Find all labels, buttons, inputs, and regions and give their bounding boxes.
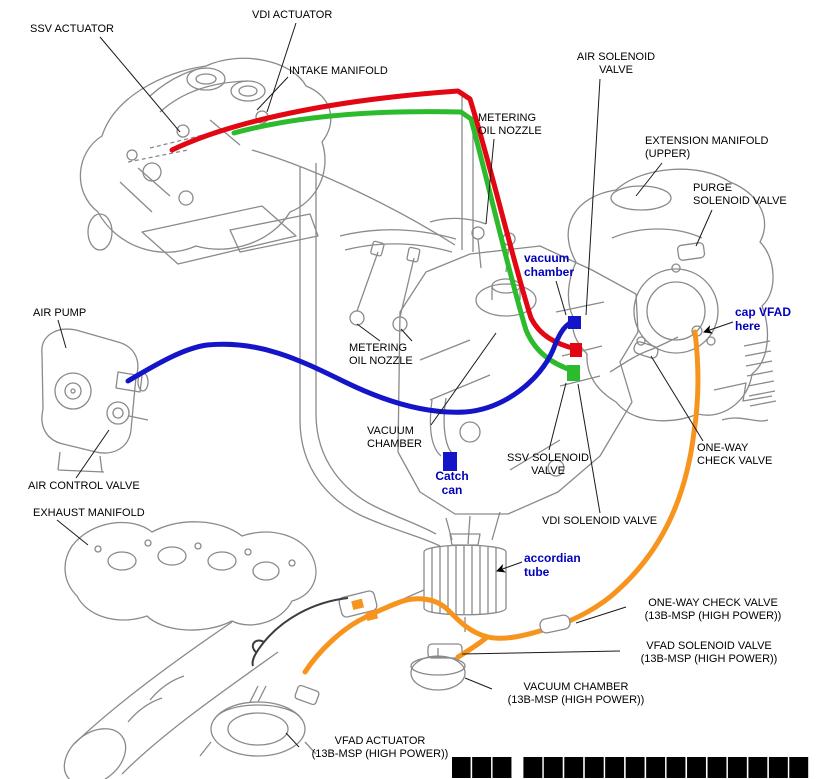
ssv-solenoid-port-red	[570, 343, 582, 357]
note-catch-can: Catch can	[435, 469, 469, 497]
label-air-control-valve: AIR CONTROL VALVE	[28, 480, 140, 492]
leader-ssv-actuator	[99, 36, 181, 133]
part-metering-oil-nozzles-top	[339, 217, 516, 273]
label-ssv-actuator: SSV ACTUATOR	[30, 23, 114, 35]
label-vacuum-chamber: VACUUM CHAMBER	[367, 425, 423, 450]
part-accordion-tube	[361, 533, 507, 632]
label-ssv-solenoid-valve: SSV SOLENOID VALVE	[507, 452, 589, 477]
one-way-check-valve-part	[633, 341, 659, 359]
leader-one-way-check	[650, 355, 704, 442]
leader-accordian-tube	[496, 561, 523, 573]
leader-vacuum-chamber-hp	[464, 677, 493, 690]
label-metering-oil-nozzle-mid: METERING OIL NOZZLE	[349, 342, 413, 367]
leader-metering-mid-a	[356, 323, 381, 342]
leader-one-way-hp	[575, 606, 627, 624]
air-control-valve-part	[106, 401, 130, 425]
label-purge-solenoid-valve: PURGE SOLENOID VALVE	[693, 182, 787, 207]
purge-solenoid-part	[677, 242, 706, 261]
label-one-way-check-valve-hp: ONE-WAY CHECK VALVE (13B-MSP (HIGH POWER…	[644, 597, 782, 622]
hose-red	[169, 88, 579, 352]
leader-vfad-solenoid-hp	[461, 650, 621, 655]
vacuum-chamber-part	[475, 283, 537, 317]
part-vfad-actuator	[199, 684, 320, 757]
hose-orange-branch	[455, 635, 489, 660]
leader-air-solenoid	[585, 78, 601, 316]
label-extension-manifold-upper: EXTENSION MANIFOLD (UPPER)	[645, 135, 769, 160]
vfad-solenoid-connector-2	[365, 609, 379, 622]
air-solenoid-port-blue	[568, 316, 581, 329]
vdi-solenoid-port-green	[567, 365, 580, 381]
label-one-way-check-valve: ONE-WAY CHECK VALVE	[697, 442, 773, 467]
one-way-check-valve-hp-part	[539, 614, 571, 634]
cutoff-watermark: ███ ██████████████	[452, 757, 811, 778]
label-vdi-actuator: VDI ACTUATOR	[252, 9, 333, 21]
leader-purge-solenoid	[695, 209, 713, 247]
vfad-solenoid-connector-1	[351, 598, 365, 611]
leader-extension-manifold	[635, 162, 663, 197]
leader-ssv-solenoid	[548, 382, 567, 451]
leader-cap-vfad	[703, 321, 734, 334]
note-vacuum-chamber: vacuum chamber	[524, 251, 575, 279]
label-intake-manifold: INTAKE MANIFOLD	[289, 65, 388, 77]
leader-intake-manifold	[256, 76, 289, 111]
leader-vacuum-chamber	[430, 332, 497, 426]
leader-air-control	[75, 429, 110, 479]
leader-metering-mid-b	[400, 328, 413, 342]
note-accordian-tube: accordian tube	[524, 551, 581, 579]
leader-vfad-actuator-hp	[285, 732, 300, 748]
gray-hoses	[251, 96, 679, 547]
label-vfad-solenoid-valve-hp: VFAD SOLENOID VALVE (13B-MSP (HIGH POWER…	[640, 640, 778, 665]
leader-vdi-actuator	[266, 22, 297, 113]
leader-air-pump	[57, 319, 67, 349]
leader-vdi-solenoid	[577, 383, 601, 514]
hose-blue	[125, 319, 575, 415]
leader-lines	[56, 22, 734, 748]
leader-vacuum-chamber-note	[555, 280, 567, 316]
hose-green	[231, 109, 577, 374]
part-vacuum-chamber-hp	[410, 648, 466, 691]
label-vfad-actuator-hp: VFAD ACTUATOR (13B-MSP (HIGH POWER))	[311, 735, 449, 760]
label-vdi-solenoid-valve: VDI SOLENOID VALVE	[542, 515, 658, 527]
label-metering-oil-nozzle-top: METERING OIL NOZZLE	[478, 112, 542, 137]
label-air-solenoid-valve: AIR SOLENOID VALVE	[576, 51, 656, 76]
ssv-actuator-part	[176, 124, 190, 138]
label-exhaust-manifold: EXHAUST MANIFOLD	[33, 507, 145, 519]
part-exhaust-manifold	[63, 521, 317, 779]
label-vacuum-chamber-hp: VACUUM CHAMBER (13B-MSP (HIGH POWER))	[507, 681, 645, 706]
leader-metering-top	[485, 138, 495, 225]
part-intake-engine	[79, 57, 332, 265]
part-vfad-solenoid-hp	[338, 590, 463, 659]
part-extension-manifold	[567, 168, 777, 422]
wiring-harness	[251, 597, 349, 667]
label-air-pump: AIR PUMP	[33, 307, 87, 319]
part-metering-oil-nozzles-mid	[349, 240, 421, 332]
throttle-body-part	[633, 268, 719, 354]
leader-exhaust-manifold	[56, 519, 89, 546]
catch-can	[443, 452, 457, 471]
note-cap-vfad-here: cap VFAD here	[735, 305, 792, 333]
